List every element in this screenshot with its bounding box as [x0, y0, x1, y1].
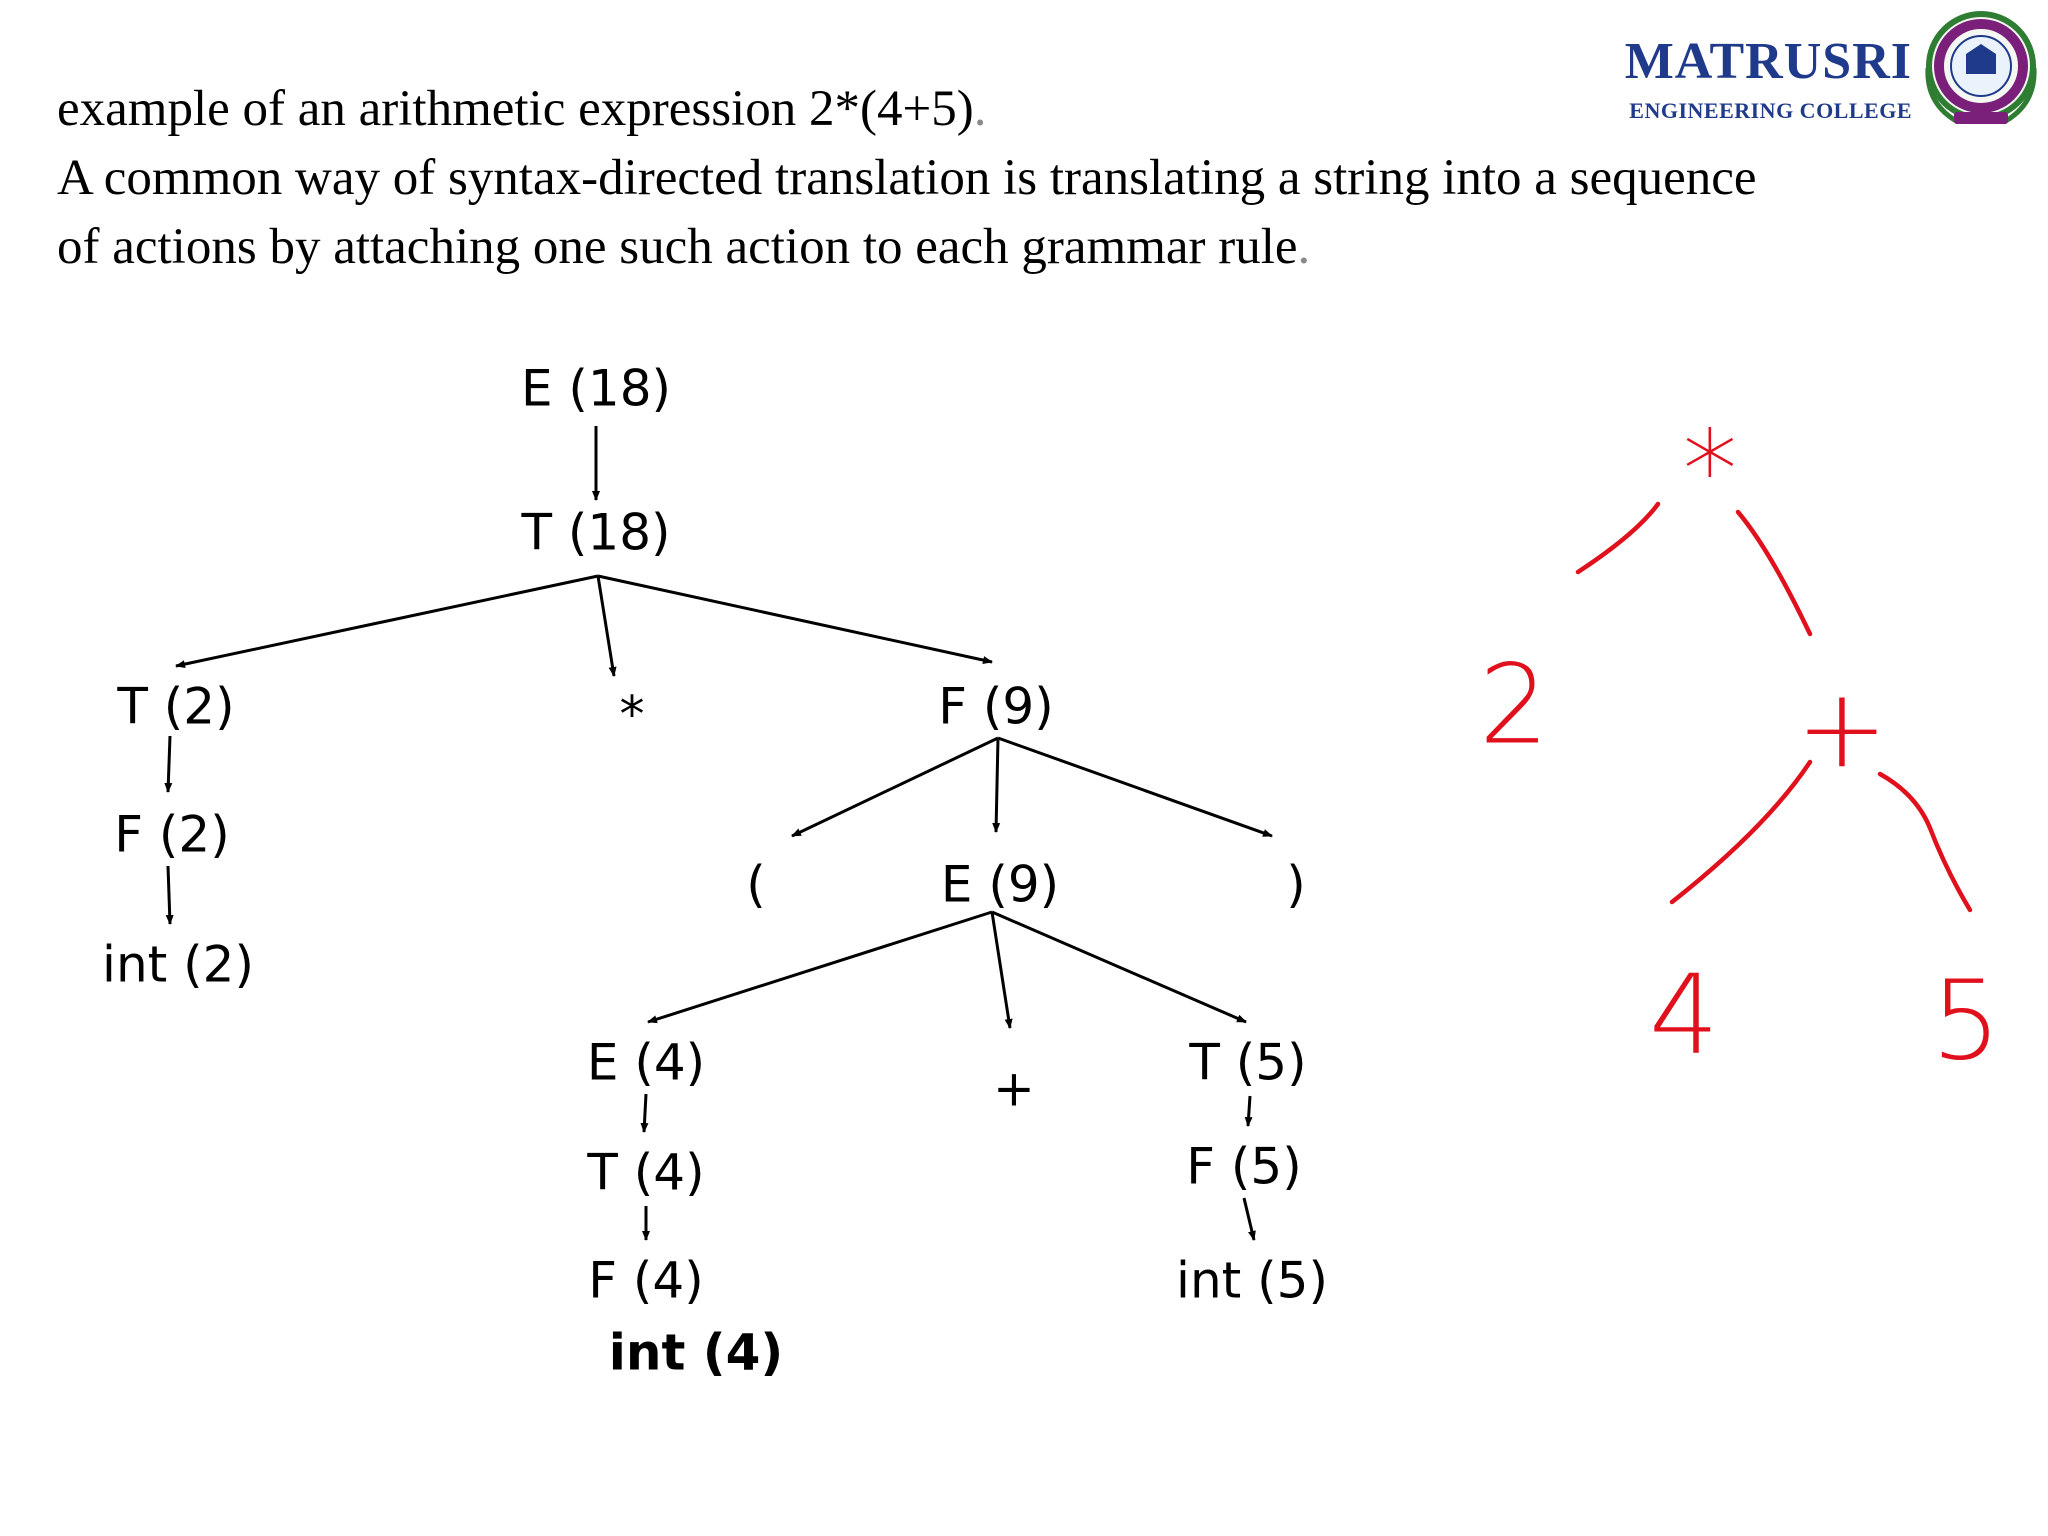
parse-edge-T18-F9	[597, 574, 993, 664]
slide-text-line-3: of actions by attaching one such action …	[57, 222, 1310, 273]
parse-node-E18: E (18)	[521, 360, 671, 418]
parse-edge-F5-int5	[1242, 1197, 1256, 1241]
parse-edge-F2-int2	[165, 865, 174, 925]
parse-node-F9: F (9)	[938, 678, 1053, 736]
parse-edge-F9-rparen	[997, 736, 1273, 838]
parse-node-T4: T (4)	[586, 1144, 704, 1202]
abstract-syntax-tree: * 2 +4 5	[1479, 406, 2001, 1080]
syntax-node-five: 5	[1931, 956, 2001, 1080]
college-logo: MATRUSRI ENGINEERING COLLEGE	[1598, 4, 2048, 134]
syntax-node-two: 2	[1479, 640, 1549, 768]
annotated-parse-tree: E (18) T (18) T (2) * F (9) F (2) int (2) ( E (9…	[102, 360, 1328, 1382]
parse-edge-E4-T4	[640, 1093, 649, 1133]
parse-edge-F9-lparen	[791, 736, 999, 838]
line-3-period: .	[1297, 219, 1311, 275]
parse-node-E4: E (4)	[587, 1034, 705, 1092]
parse-node-lparen: (	[746, 856, 766, 914]
syntax-node-add: +	[1796, 664, 1888, 792]
slide-text-line-2: A common way of syntax-directed translat…	[57, 150, 1757, 206]
parse-edge-T5-F5	[1244, 1095, 1253, 1127]
parse-edge-F9-E9	[992, 737, 1001, 833]
parse-edge-E9-E4	[647, 910, 993, 1024]
parse-node-F5: F (5)	[1186, 1138, 1301, 1196]
actions-text: of actions by attaching one such action …	[57, 219, 1298, 275]
logo-name: MATRUSRI	[1624, 33, 1912, 90]
parse-tree-edges	[164, 426, 1273, 1241]
parse-edge-E9-plus	[990, 911, 1013, 1029]
parse-node-star: *	[620, 686, 645, 744]
parse-node-T2: T (2)	[116, 678, 234, 736]
syntax-edge-add-five	[1877, 771, 1973, 913]
syntax-tree-nodes: * 2 +4 5	[1479, 406, 2001, 1080]
expression-intro-text: example of an arithmetic expression 2*(4…	[57, 81, 974, 137]
parse-edge-E9-T5	[991, 910, 1247, 1024]
parse-node-rparen: )	[1286, 856, 1306, 914]
syntax-node-mul: *	[1683, 406, 1738, 534]
line-1-period: .	[973, 81, 987, 137]
parse-node-int5: int (5)	[1176, 1252, 1328, 1310]
parse-tree-nodes: E (18) T (18) T (2) * F (9) F (2) int (2) ( E (9…	[102, 360, 1328, 1382]
parse-node-int4: int (4)	[609, 1324, 784, 1382]
syntax-tree-edges	[1575, 501, 1973, 913]
slide-text-line-1: example of an arithmetic expression 2*(4…	[57, 84, 986, 135]
parse-node-T5: T (5)	[1188, 1034, 1306, 1092]
syntax-edge-mul-add	[1735, 509, 1813, 637]
parse-node-T18: T (18)	[520, 504, 670, 562]
syntax-edge-mul-two	[1575, 501, 1661, 575]
parse-node-F2: F (2)	[114, 806, 229, 864]
college-seal-icon	[1925, 11, 2037, 125]
parse-node-int2: int (2)	[102, 936, 254, 994]
syntax-edge-add-four	[1669, 759, 1813, 905]
parse-node-F4: F (4)	[588, 1252, 703, 1310]
parse-edge-T18-star	[596, 575, 617, 677]
syntax-node-four: 4	[1649, 950, 1719, 1078]
parse-edge-T18-T2	[175, 574, 599, 669]
logo-subtitle: ENGINEERING COLLEGE	[1629, 98, 1912, 123]
parse-node-E9: E (9)	[941, 856, 1059, 914]
parse-edge-T2-F2	[164, 735, 173, 793]
parse-node-plus: +	[993, 1060, 1035, 1118]
